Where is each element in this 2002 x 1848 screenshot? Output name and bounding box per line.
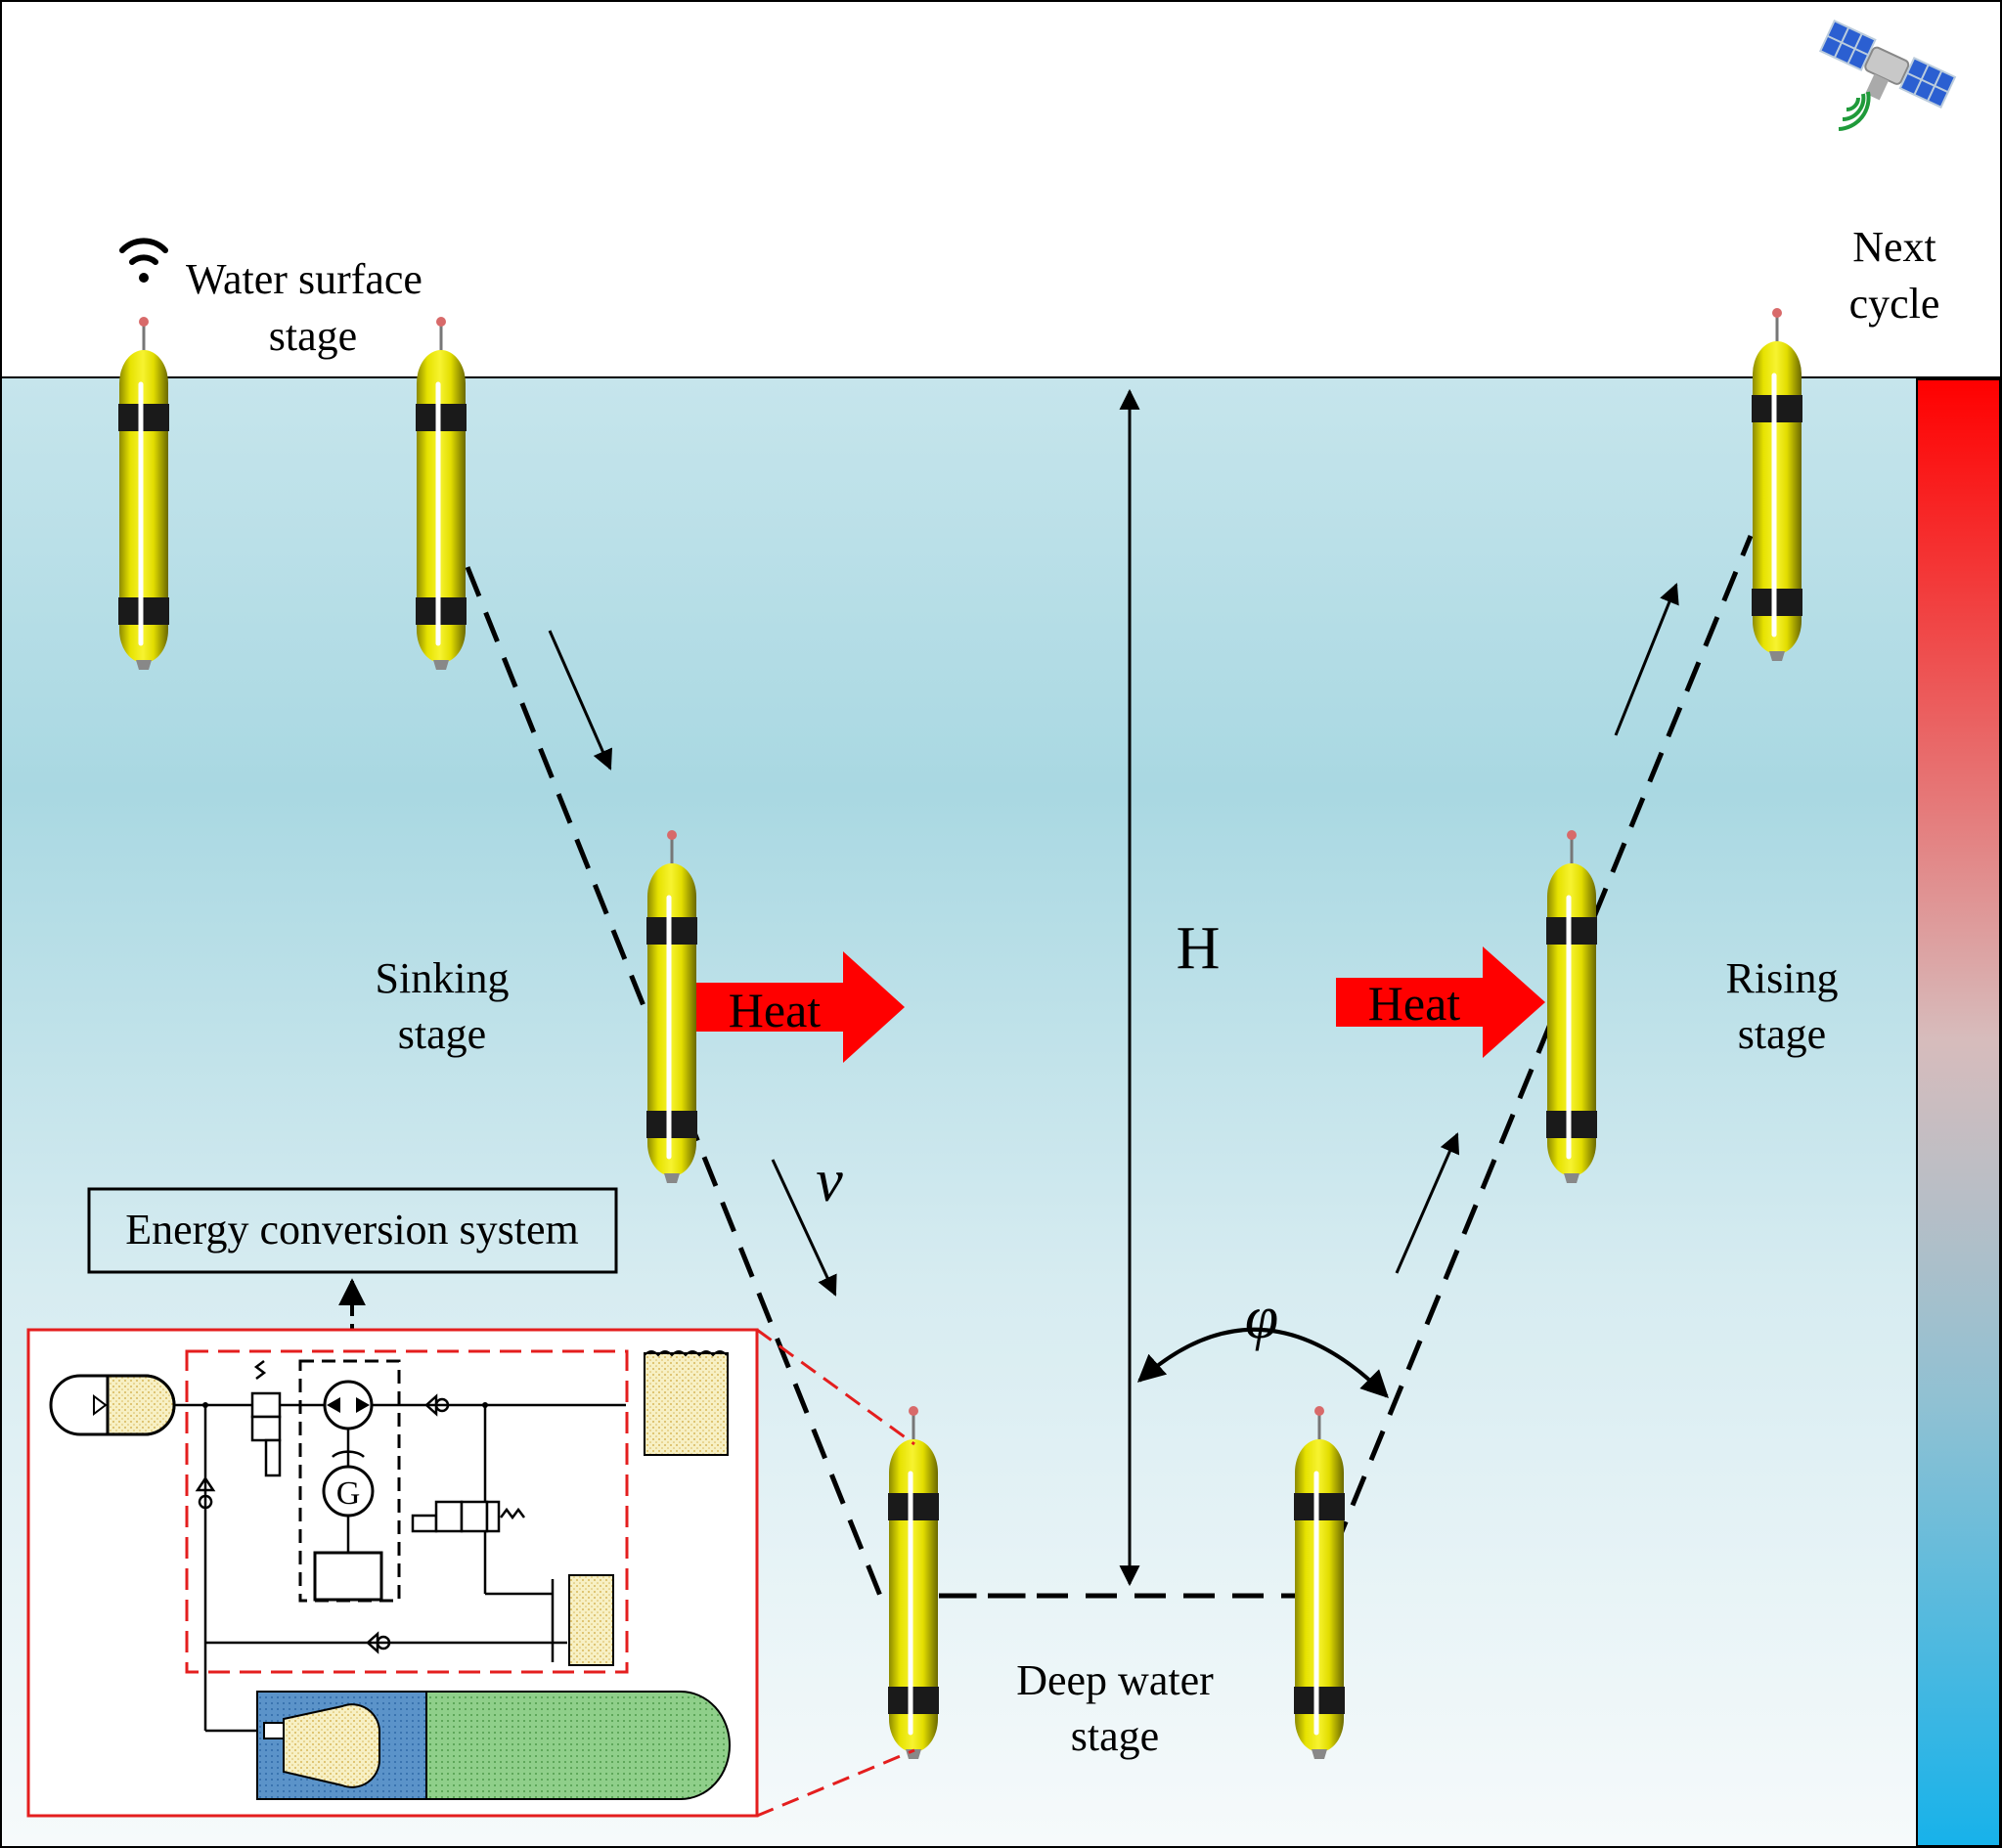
zoom-line-top [756,1328,915,1446]
next-cycle-label-line1: Next [1852,223,1936,271]
rising-stage-label-line2: stage [1738,1010,1826,1058]
temperature-colorbar [1916,378,2001,1847]
glider-deep-right [1294,1406,1345,1759]
heat-out-arrow [696,951,905,1063]
surface-stage-label-line2: stage [269,312,357,360]
glider-surface-1 [118,317,169,670]
velocity-arrow [771,1159,837,1297]
angle-arc [1136,1327,1389,1398]
deep-stage-label-line2: stage [1071,1712,1159,1760]
satellite-signal-icon [1838,91,1871,131]
glider-rising [1546,830,1597,1183]
next-cycle-label-line2: cycle [1849,280,1940,328]
generator-label: G [336,1475,361,1512]
glider-next-cycle [1752,308,1802,661]
heat-out-label: Heat [729,983,821,1037]
wifi-icon [119,238,168,283]
rising-direction-arrow-upper [1614,583,1679,736]
angle-label: φ [1245,1285,1278,1351]
glider-surface-2 [416,317,467,670]
glider-deep-left [888,1406,939,1759]
heat-in-label: Heat [1368,976,1460,1031]
speed-label: v [816,1148,843,1214]
depth-label: H [1177,915,1221,982]
glider-sinking [646,830,697,1183]
sinking-direction-arrow [548,630,613,770]
sinking-stage-label-line1: Sinking [376,954,510,1002]
zoom-line-bottom [756,1748,915,1818]
satellite-icon [1818,19,1957,109]
deep-stage-label-line1: Deep water [1016,1656,1214,1704]
rising-stage-label-line1: Rising [1726,954,1839,1002]
rising-direction-arrow-lower [1395,1132,1460,1274]
hydraulic-schematic-inset: G [26,1328,759,1818]
surface-stage-label-line1: Water surface [186,255,423,303]
glider-trajectory [465,535,1754,1599]
sinking-stage-label-line2: stage [398,1010,486,1058]
energy-conversion-label: Energy conversion system [125,1206,579,1254]
heat-in-arrow [1336,946,1545,1058]
energy-conversion-box [87,1187,618,1274]
